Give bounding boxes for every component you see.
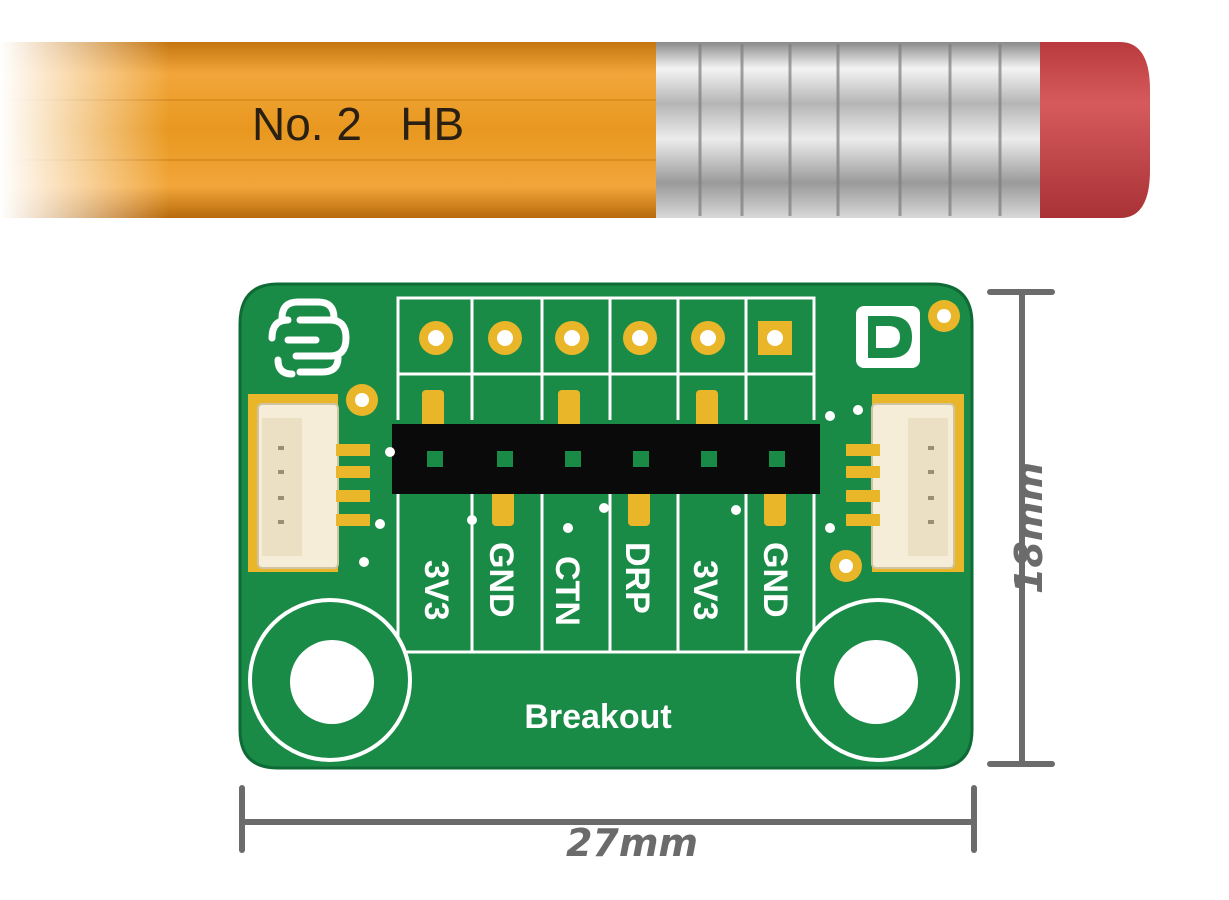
pin-label-2: GND: [482, 542, 520, 618]
mounting-hole-right: [796, 598, 960, 762]
pin-column-dividers: [396, 296, 816, 654]
board-title: Breakout: [524, 698, 671, 736]
pin-label-5: 3V3: [686, 560, 724, 621]
pencil-grade-text: No. 2 HB: [252, 98, 464, 150]
top-pads: [419, 321, 792, 355]
brand-logo-d: [856, 306, 920, 368]
ferrule-ridges: [698, 44, 1002, 216]
height-dimension: [987, 289, 1055, 767]
pencil-ferrule: [656, 42, 1048, 218]
small-pads: [346, 300, 960, 582]
pencil-fade: [0, 40, 170, 220]
pin-label-1: 3V3: [417, 560, 455, 621]
pcb-board: 3V3 GND CTN DRP 3V3 GND: [238, 282, 974, 770]
vias: [359, 405, 863, 567]
pin-label-6: GND: [756, 542, 794, 618]
width-dimension: [239, 785, 977, 853]
pin-label-3: CTN: [548, 556, 586, 626]
pin-header-pins: [427, 451, 785, 467]
height-label: 18mm: [1007, 462, 1051, 594]
brand-logo-mark: [268, 298, 350, 378]
right-connector: [846, 394, 964, 572]
pencil-eraser: [1040, 42, 1150, 218]
width-label: 27mm: [566, 821, 698, 865]
pencil: No. 2 HB: [0, 40, 1150, 220]
mounting-hole-left: [248, 598, 412, 762]
pin-labels: 3V3 GND CTN DRP 3V3 GND: [417, 542, 794, 626]
pin-header: [392, 424, 820, 494]
pin-label-4: DRP: [618, 542, 656, 614]
left-connector: [248, 394, 370, 572]
